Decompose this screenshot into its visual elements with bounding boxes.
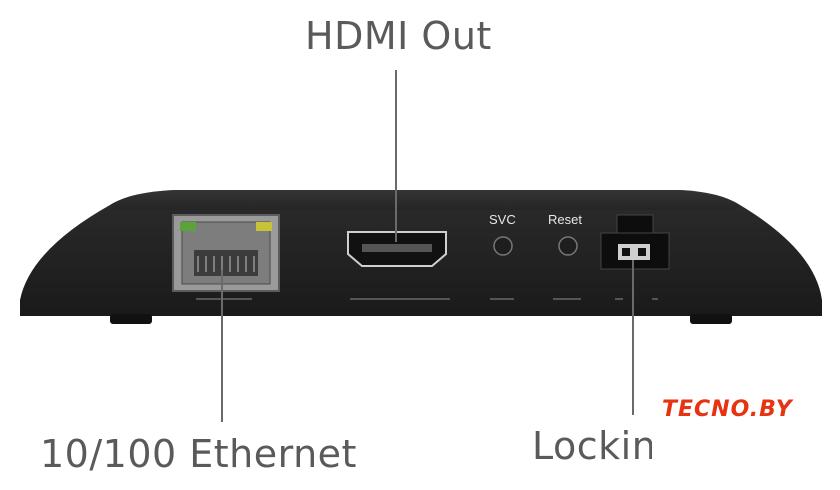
tecno-by-watermark-logo: TECNO.BY: [662, 397, 793, 422]
ethernet-callout: 10/100 Ethernet: [40, 432, 357, 476]
svc-label: SVC: [489, 212, 516, 227]
device-foot-left: [110, 314, 152, 324]
hdmi-leader-line: [395, 70, 397, 242]
svc-button: [493, 236, 513, 256]
ethernet-leader-line: [221, 270, 223, 422]
hdmi-out-callout: HDMI Out: [305, 14, 492, 58]
reset-button: [558, 236, 578, 256]
locking-leader-line: [632, 260, 634, 415]
hdmi-port: [347, 231, 447, 267]
label-crop-mask: [652, 415, 712, 475]
ethernet-port: [172, 214, 280, 292]
reset-label: Reset: [548, 212, 582, 227]
ethernet-led-yellow: [256, 222, 272, 231]
ethernet-led-green: [180, 222, 196, 231]
locking-power-connector: [600, 214, 670, 270]
device-foot-right: [690, 314, 732, 324]
